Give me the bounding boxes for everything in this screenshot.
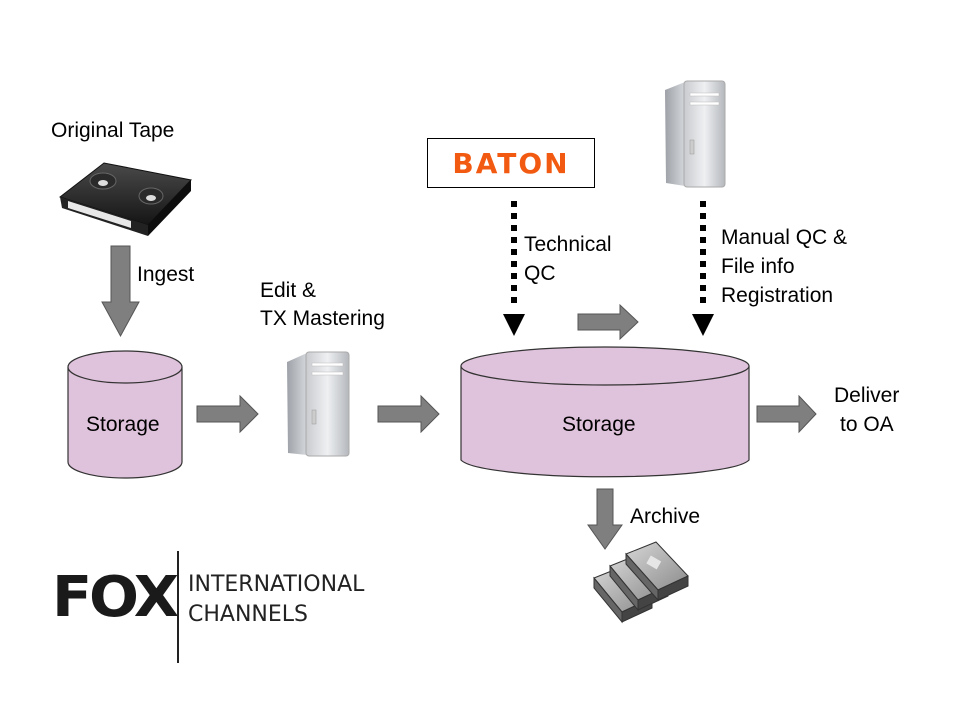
storage-ingest-label: Storage <box>86 413 160 436</box>
fox-logo: FOX <box>52 565 179 630</box>
baton-logo-text: BATON <box>452 146 570 180</box>
ingest-label: Ingest <box>137 263 195 286</box>
baton-logo: BATON <box>427 138 595 188</box>
edit-label-line1: Edit & <box>260 279 317 302</box>
technical-qc-dotted-arrow <box>503 201 525 336</box>
mac-pro-tower-icon <box>287 351 350 457</box>
storage-main-label: Storage <box>562 413 636 436</box>
vhs-tape-icon <box>58 162 192 236</box>
archive-label: Archive <box>630 505 701 528</box>
manual-qc-label-line1: Manual QC & <box>721 226 848 249</box>
fox-logo-divider <box>177 551 179 663</box>
original-tape-label: Original Tape <box>51 119 175 142</box>
fox-logo-line1: INTERNATIONAL <box>188 572 365 597</box>
to-edit-arrow <box>196 394 259 434</box>
archive-arrow <box>587 488 623 550</box>
deliver-arrow <box>756 394 817 434</box>
technical-qc-label-line2: QC <box>524 262 556 285</box>
fox-logo-line2: CHANNELS <box>188 602 308 627</box>
storage-main-cylinder <box>460 346 750 478</box>
hard-drives-stack-icon <box>593 541 689 624</box>
ingest-arrow <box>101 245 140 338</box>
manual-qc-label-line2: File info <box>721 255 795 278</box>
to-storage-arrow <box>377 394 440 434</box>
technical-qc-label-line1: Technical <box>524 233 612 256</box>
deliver-label-line2: to OA <box>840 413 894 436</box>
storage-ingest-cylinder <box>67 350 183 479</box>
manual-qc-label-line3: Registration <box>721 284 834 307</box>
mac-pro-tower-icon <box>665 80 726 188</box>
deliver-label-line1: Deliver <box>834 384 900 407</box>
manual-qc-dotted-arrow <box>692 201 714 336</box>
qc-flow-arrow <box>577 303 639 341</box>
edit-label-line2: TX Mastering <box>260 307 385 330</box>
